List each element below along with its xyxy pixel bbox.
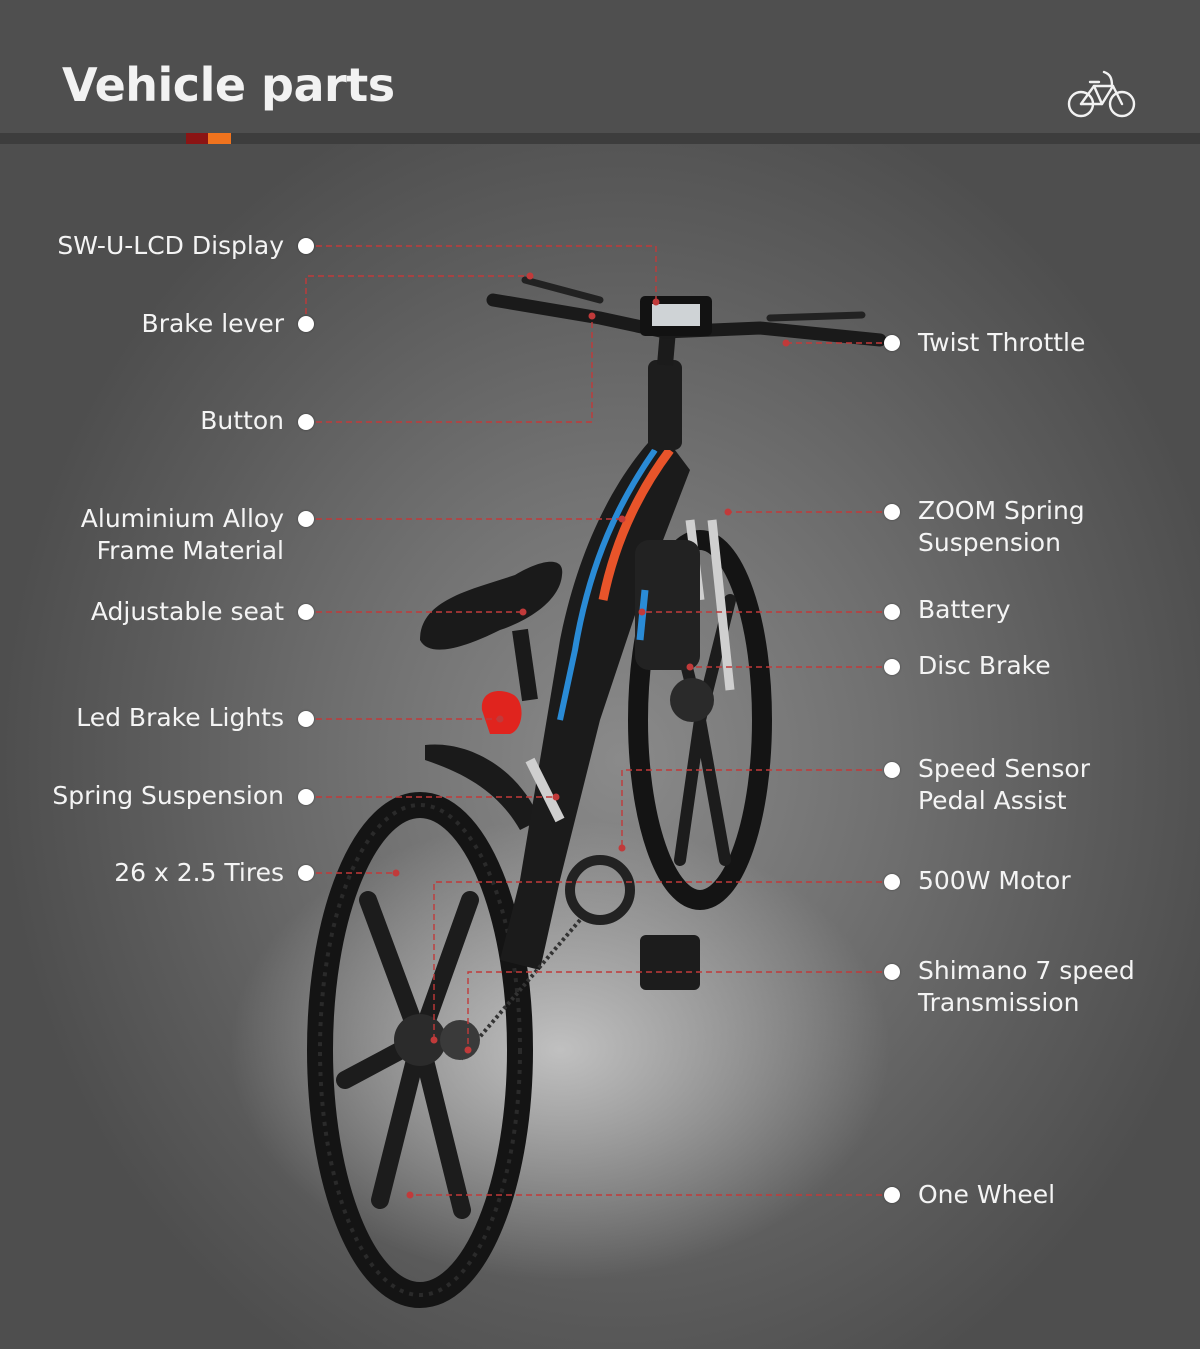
callout-dot [298, 711, 314, 727]
callout-dot [298, 414, 314, 430]
page-title: Vehicle parts [62, 58, 395, 112]
left-brake-lever [521, 276, 604, 304]
label-aluminium-alloy-frame: Aluminium Alloy Frame Material [80, 504, 284, 565]
frame-blue-stripe [557, 448, 658, 721]
saddle [420, 561, 563, 650]
callout-dot [884, 762, 900, 778]
rear-shock [525, 757, 565, 823]
frame-orange-stripe [598, 447, 674, 601]
bicycle-logo-icon [1067, 70, 1136, 118]
chainring [565, 855, 635, 925]
rear-wheel [307, 792, 533, 1308]
pedal [640, 935, 700, 990]
accent-bar-red [186, 133, 208, 144]
label-one-wheel: One Wheel [918, 1180, 1056, 1209]
callout-dot [884, 964, 900, 980]
label-tires: 26 x 2.5 Tires [114, 858, 284, 887]
label-disc-brake: Disc Brake [918, 651, 1051, 680]
label-zoom-spring-suspension: ZOOM Spring Suspension [918, 496, 1085, 557]
brake-light [481, 691, 522, 734]
callout-dot [884, 874, 900, 890]
label-battery: Battery [918, 595, 1011, 624]
label-spring-suspension: Spring Suspension [52, 781, 284, 810]
header-bar [0, 0, 1200, 133]
callout-dot [884, 504, 900, 520]
chain [458, 918, 582, 1062]
right-brake-lever [766, 311, 866, 322]
label-transmission: Shimano 7 speed Transmission [918, 956, 1135, 1017]
head-tube [648, 360, 682, 450]
callout-dot [298, 604, 314, 620]
label-twist-throttle: Twist Throttle [918, 328, 1086, 357]
callout-dot [298, 238, 314, 254]
callout-dot [884, 659, 900, 675]
label-motor: 500W Motor [918, 866, 1071, 895]
label-led-brake-lights: Led Brake Lights [76, 703, 284, 732]
callout-dot [884, 604, 900, 620]
callout-dot [298, 789, 314, 805]
seat-post [512, 628, 538, 702]
callout-dot [298, 511, 314, 527]
callout-dot [884, 335, 900, 351]
rear-fender [425, 744, 540, 830]
header-rule [0, 133, 1200, 144]
callout-dot [298, 865, 314, 881]
label-speed-sensor: Speed Sensor Pedal Assist [918, 754, 1091, 815]
accent-bar-orange [208, 133, 231, 144]
label-brake-lever: Brake lever [141, 309, 284, 338]
battery-pack [635, 540, 700, 670]
label-sw-u-lcd-display: SW-U-LCD Display [57, 231, 284, 260]
callout-dot [298, 316, 314, 332]
label-adjustable-seat: Adjustable seat [90, 597, 284, 626]
label-button: Button [200, 406, 284, 435]
callout-dot [884, 1187, 900, 1203]
